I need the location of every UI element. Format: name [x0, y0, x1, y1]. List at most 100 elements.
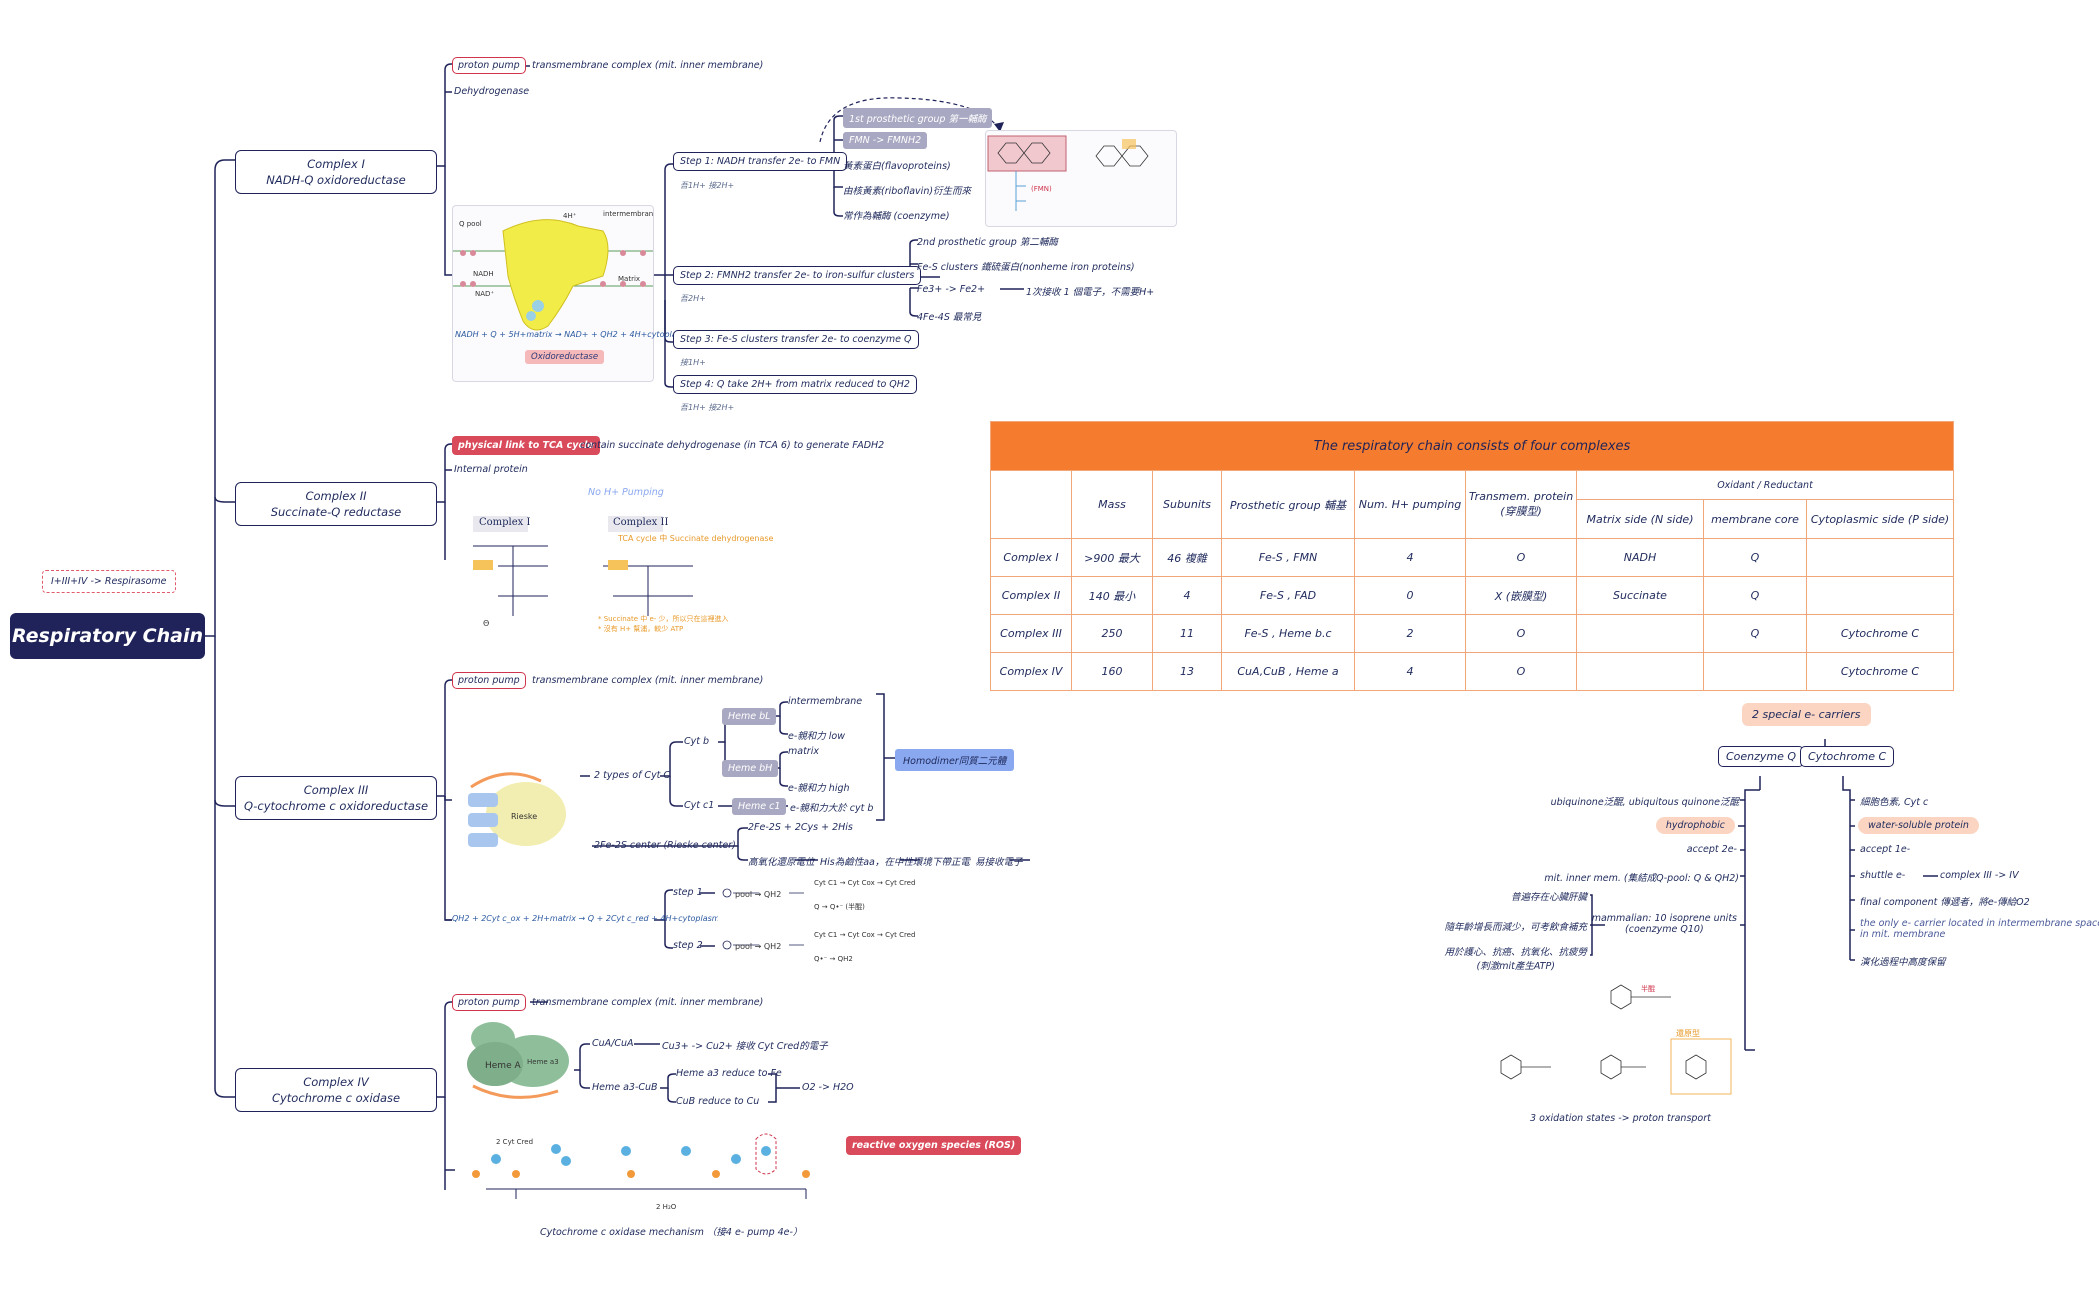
- q-sub-3[interactable]: 用於護心、抗癌、抗氧化、抗疲勞 (刺激mit產生ATP): [1444, 944, 1587, 972]
- c4-cua[interactable]: CuA/CuA: [592, 1038, 634, 1049]
- c3-rieske-3[interactable]: His為鹼性aa，在中性環境下帶正電: [820, 857, 970, 868]
- c-item-5[interactable]: final component 傳遞者，將e-傳給O2: [1860, 897, 2030, 908]
- c-item-6[interactable]: the only e- carrier located in intermemb…: [1860, 918, 2099, 940]
- q-caption[interactable]: 3 oxidation states -> proton transport: [1530, 1113, 1711, 1124]
- node-complex-4[interactable]: Complex IV Cytochrome c oxidase: [235, 1068, 437, 1112]
- c3-step-2[interactable]: step 2: [673, 940, 703, 951]
- node-complex-1[interactable]: Complex I NADH-Q oxidoreductase: [235, 150, 437, 194]
- c3-transmembrane[interactable]: transmembrane complex (mit. inner membra…: [532, 675, 764, 686]
- c1-riboflavin[interactable]: 由核黃素(riboflavin)衍生而來: [843, 186, 972, 197]
- c1-prosthetic-1[interactable]: 1st prosthetic group 第一輔酶: [843, 108, 993, 128]
- complexes-table: The respiratory chain consists of four c…: [990, 421, 1954, 691]
- c1-step-4-note: 吾1H+ 接2H+: [680, 403, 735, 412]
- table-cell: Complex IV: [990, 652, 1072, 691]
- complex-3-subtitle: Q-cytochrome c oxidoreductase: [243, 799, 429, 813]
- c-item-3[interactable]: accept 1e-: [1860, 844, 1911, 855]
- th-h-pumping: Num. H+ pumping: [1354, 470, 1466, 539]
- c1-coenzyme[interactable]: 常作為輔酶 (coenzyme): [843, 211, 950, 222]
- c1-fe-change[interactable]: Fe3+ -> Fe2+: [917, 284, 986, 295]
- c2-internal-protein[interactable]: Internal protein: [454, 464, 528, 475]
- c-item-4[interactable]: shuttle e-: [1860, 870, 1906, 881]
- c3-cyt-b[interactable]: Cyt b: [684, 736, 710, 747]
- c4-cua-note[interactable]: Cu3+ -> Cu2+ 接收 Cyt Cred的電子: [662, 1041, 828, 1052]
- c1-4fe4s[interactable]: 4Fe-4S 最常見: [917, 312, 982, 323]
- q-mammal[interactable]: mammalian: 10 isoprene units (coenzyme Q…: [1592, 913, 1737, 935]
- c-item-8[interactable]: 演化過程中高度保留: [1860, 957, 1946, 968]
- c4-transmembrane[interactable]: transmembrane complex (mit. inner membra…: [532, 997, 764, 1008]
- c3-c1-note[interactable]: e-親和力大於 cyt b: [790, 803, 874, 814]
- c3-heme-bl[interactable]: Heme bL: [722, 708, 777, 725]
- q-item-4[interactable]: mit. inner mem. (集結成Q-pool: Q & QH2): [1544, 873, 1739, 884]
- c3-low[interactable]: e-親和力 low: [788, 731, 846, 742]
- c3-cyt-c1[interactable]: Cyt c1: [684, 800, 715, 811]
- th-prosthetic: Prosthetic group 輔基: [1221, 470, 1355, 539]
- c4-heme[interactable]: Heme a3-CuB: [592, 1082, 658, 1093]
- svg-text:Matrix: Matrix: [618, 275, 640, 283]
- table-cell: Complex III: [990, 614, 1072, 653]
- c3-intermembrane[interactable]: intermembrane: [788, 696, 863, 707]
- q-mammal-line-1: mammalian: 10 isoprene units: [1591, 913, 1737, 924]
- c4-mechanism[interactable]: Cytochrome c oxidase mechanism （接4 e- pu…: [540, 1227, 803, 1238]
- c4-proton-pump[interactable]: proton pump: [452, 994, 526, 1011]
- table-cell: Complex I: [990, 538, 1072, 577]
- table-cell: >900 最大: [1071, 538, 1153, 577]
- c3-heme-c1[interactable]: Heme c1: [732, 798, 787, 815]
- cytochrome-c-node[interactable]: Cytochrome C: [1800, 746, 1895, 767]
- c3-heme-bh[interactable]: Heme bH: [722, 760, 779, 777]
- c3-step-1[interactable]: step 1: [673, 887, 703, 898]
- c1-flavoproteins[interactable]: 黃素蛋白(flavoproteins): [843, 161, 951, 172]
- c1-proton-pump[interactable]: proton pump: [452, 57, 526, 74]
- respirasome-tag[interactable]: I+III+IV -> Respirasome: [42, 570, 176, 593]
- c2-tca-link[interactable]: physical link to TCA cycle: [452, 436, 600, 455]
- c3-two-types[interactable]: 2 types of Cyt C: [594, 770, 671, 781]
- c3-homodimer[interactable]: Homodimer同質二元體: [895, 749, 1015, 771]
- c1-step-2[interactable]: Step 2: FMNH2 transfer 2e- to iron-sulfu…: [673, 266, 922, 285]
- c1-fes[interactable]: Fe-S clusters 鐵硫蛋白(nonheme iron proteins…: [917, 262, 1135, 273]
- c1-step-1-note: 吾1H+ 接2H+: [680, 181, 735, 190]
- c1-fe-note[interactable]: 1次接收 1 個電子，不需要H+: [1026, 287, 1155, 298]
- q-item-3[interactable]: accept 2e-: [1686, 844, 1737, 855]
- carriers-title[interactable]: 2 special e- carriers: [1742, 703, 1871, 726]
- coenzyme-q-node[interactable]: Coenzyme Q: [1718, 746, 1805, 767]
- q-sub-1[interactable]: 普遍存在心臟肝臟: [1510, 892, 1587, 903]
- q-sub-2[interactable]: 隨年齡增長而減少，可考飲食補充: [1444, 922, 1587, 933]
- table-cell: 4: [1152, 576, 1222, 615]
- c4-o2[interactable]: O2 -> H2O: [802, 1082, 854, 1093]
- root-node[interactable]: Respiratory Chain: [10, 613, 205, 659]
- table-cell: [1806, 538, 1954, 577]
- c3-rieske[interactable]: 2Fe-2S center (Rieske center): [594, 840, 736, 851]
- node-complex-2[interactable]: Complex II Succinate-Q reductase: [235, 482, 437, 526]
- q-item-2[interactable]: hydrophobic: [1655, 817, 1735, 834]
- c3-rieske-4[interactable]: 易接收電子: [975, 857, 1023, 868]
- c-item-6-line-1: the only e- carrier located in intermemb…: [1860, 918, 2099, 929]
- table-cell: 2: [1354, 614, 1466, 653]
- th-matrix-side: Matrix side (N side): [1576, 499, 1704, 539]
- c1-step-1[interactable]: Step 1: NADH transfer 2e- to FMN: [673, 152, 848, 171]
- c4-heme-2[interactable]: CuB reduce to Cu: [676, 1096, 760, 1107]
- c4-heme-1[interactable]: Heme a3 reduce to Fe: [676, 1068, 782, 1079]
- c1-prosthetic-2[interactable]: 2nd prosthetic group 第二輔酶: [917, 237, 1058, 248]
- c1-dehydrogenase[interactable]: Dehydrogenase: [454, 86, 530, 97]
- c3-rieske-2[interactable]: 高氧化還原電位: [748, 857, 815, 868]
- c-item-1[interactable]: 細胞色素, Cyt c: [1860, 797, 1929, 808]
- c3-proton-pump[interactable]: proton pump: [452, 672, 526, 689]
- c3-rieske-1[interactable]: 2Fe-2S + 2Cys + 2His: [748, 822, 853, 833]
- c1-step-4[interactable]: Step 4: Q take 2H+ from matrix reduced t…: [673, 375, 917, 394]
- node-complex-3[interactable]: Complex III Q-cytochrome c oxidoreductas…: [235, 776, 437, 820]
- c-item-2[interactable]: water-soluble protein: [1858, 817, 1979, 834]
- c-item-6-line-2: in mit. membrane: [1860, 929, 1946, 940]
- svg-text:4H⁺: 4H⁺: [563, 212, 577, 220]
- complex-4-figure: Heme A Heme a3: [462, 1015, 574, 1107]
- c1-transmembrane[interactable]: transmembrane complex (mit. inner membra…: [532, 60, 764, 71]
- c2-link-note[interactable]: contain succinate dehydrogenase (in TCA …: [580, 440, 885, 451]
- c1-fmn[interactable]: FMN -> FMNH2: [843, 132, 928, 149]
- c4-ros[interactable]: reactive oxygen species (ROS): [846, 1136, 1022, 1155]
- c1-step-3[interactable]: Step 3: Fe-S clusters transfer 2e- to co…: [673, 330, 919, 349]
- c3-high[interactable]: e-親和力 high: [788, 783, 850, 794]
- complex-1-drawing: NADH NAD⁺ Q pool intermembrane space Mat…: [453, 210, 653, 331]
- c-shuttle[interactable]: complex III -> IV: [1940, 870, 2019, 881]
- c3-matrix[interactable]: matrix: [788, 746, 819, 757]
- q-item-1[interactable]: ubiquinone泛醌, ubiquitous quinone泛醌: [1550, 797, 1739, 808]
